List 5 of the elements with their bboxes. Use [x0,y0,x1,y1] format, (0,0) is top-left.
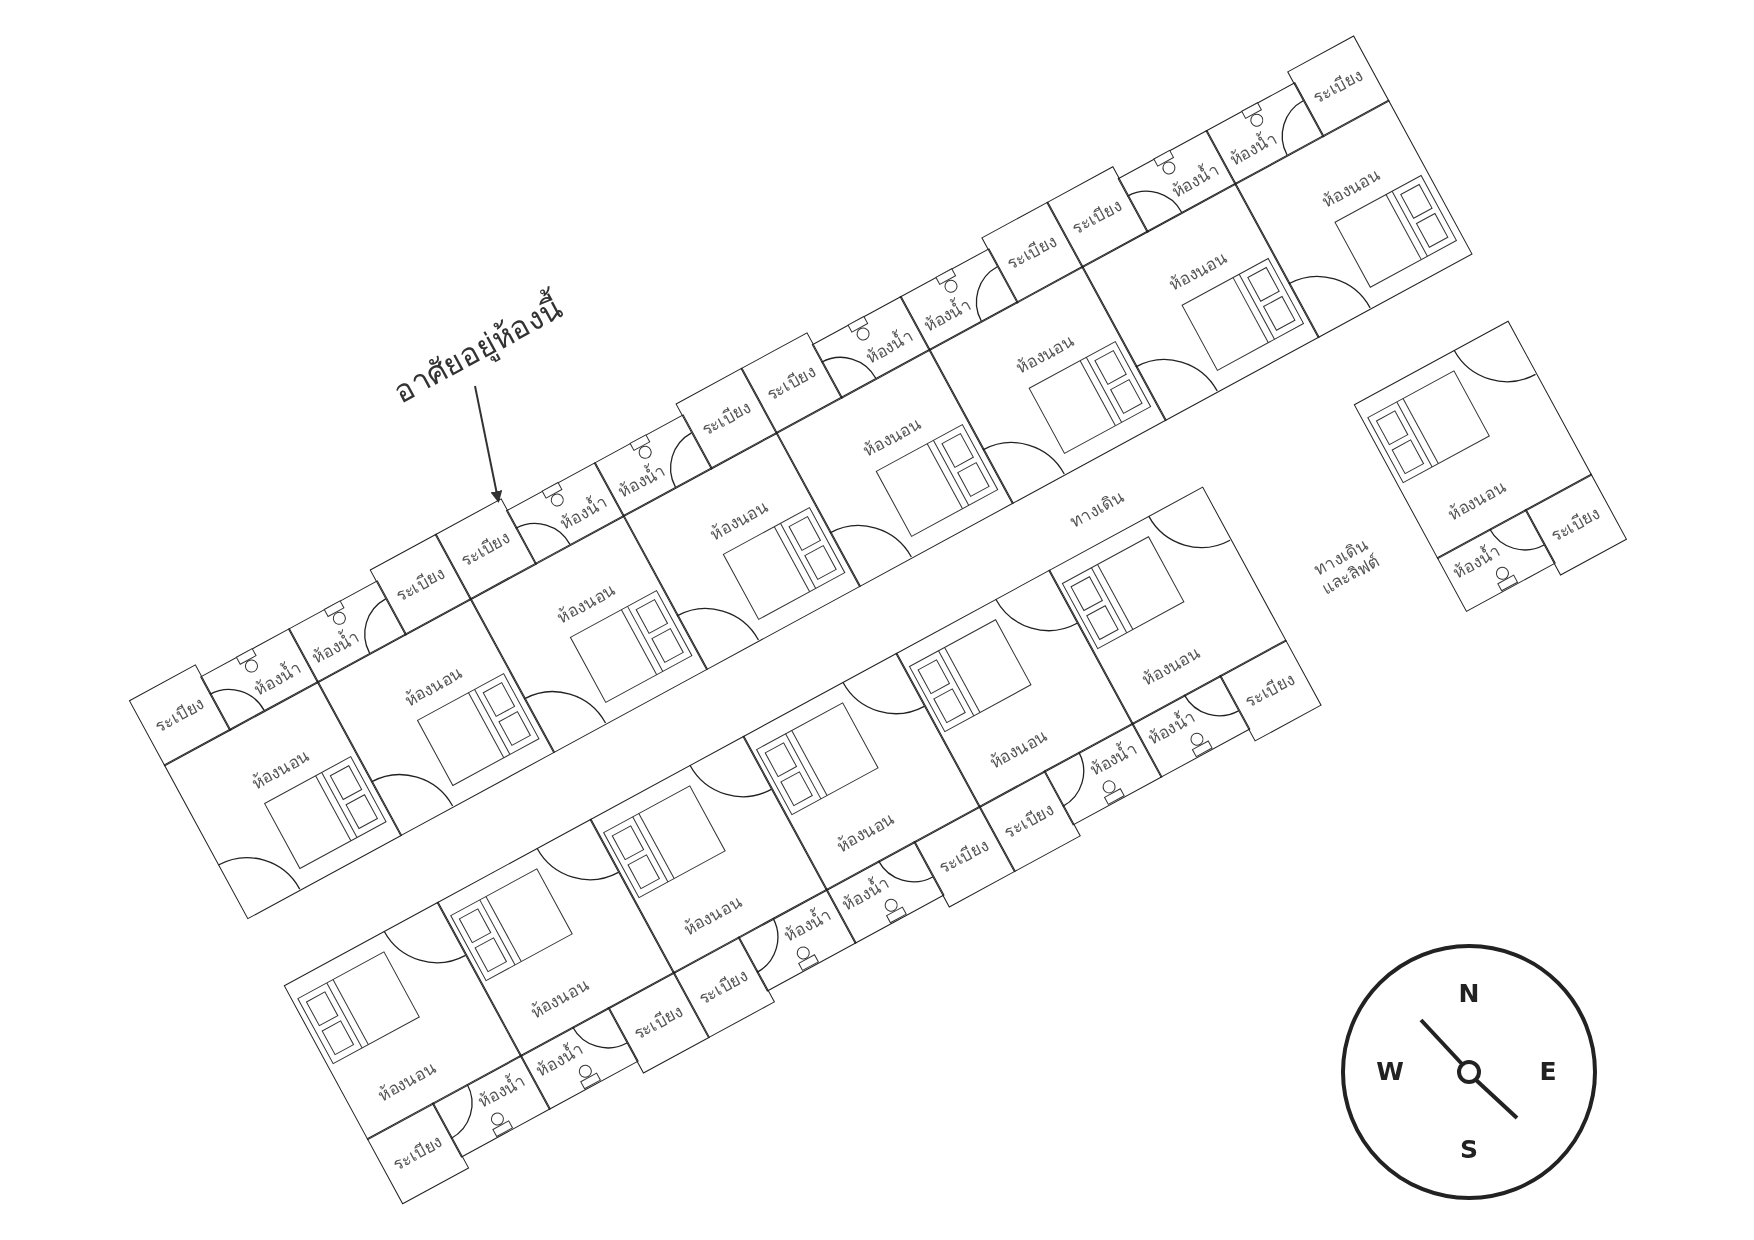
compass-letter: W [1376,1057,1404,1087]
compass-letter: N [1458,979,1480,1009]
compass-letter: E [1539,1057,1557,1087]
arrow [474,385,503,503]
compass-letter: S [1460,1135,1478,1165]
